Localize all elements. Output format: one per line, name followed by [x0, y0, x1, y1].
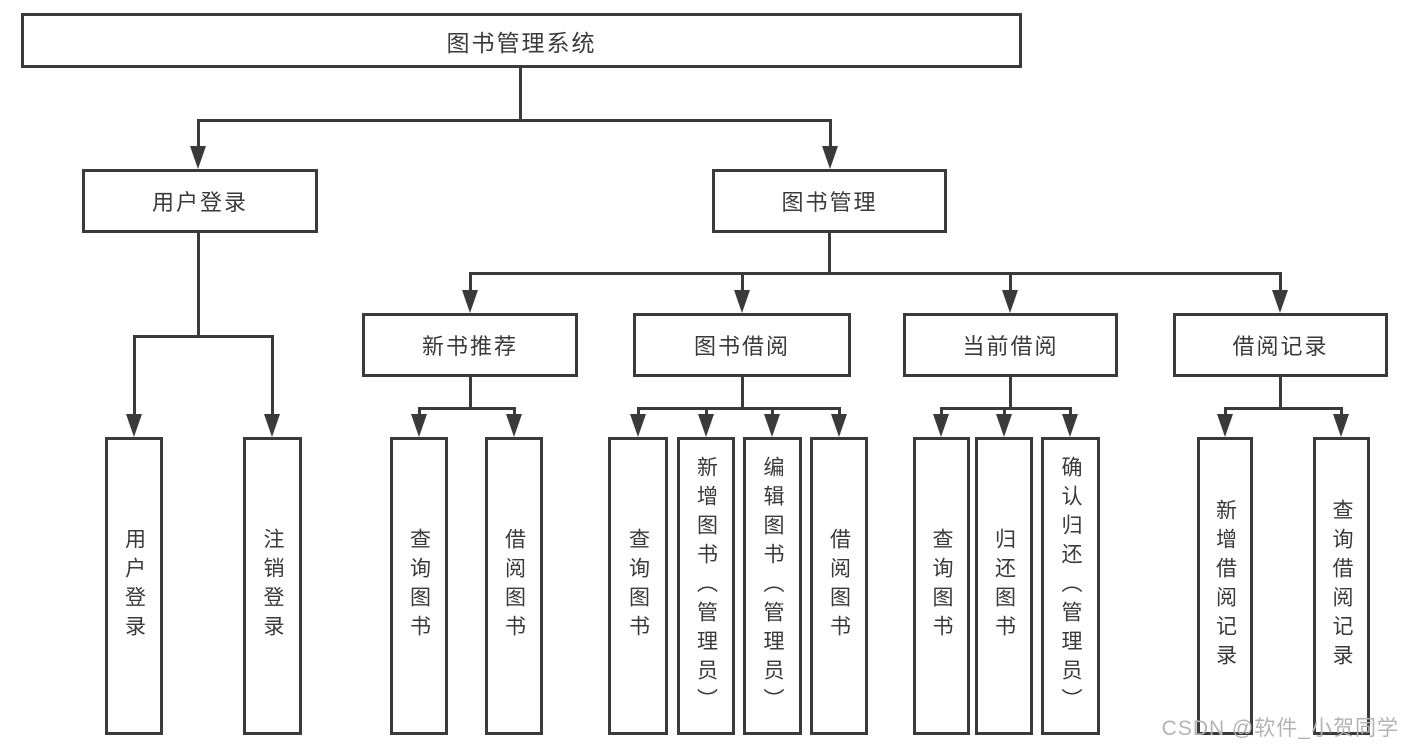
leaf-label: 新增图书（管理员） — [694, 455, 718, 717]
leaf-label: 注销登录 — [261, 528, 285, 644]
leaf-confirm-return-admin: 确认归还（管理员） — [1041, 437, 1100, 735]
arrowhead-down-icon — [1333, 407, 1349, 437]
leaf-query-books-borrow: 查询图书 — [608, 437, 668, 735]
leaf-user-login: 用户登录 — [105, 437, 163, 735]
watermark: CSDN @软件_小贺同学 — [1161, 717, 1399, 740]
arrowhead-down-icon — [831, 407, 847, 437]
connector-line — [519, 68, 522, 120]
connector-line — [637, 407, 840, 410]
node-new-book-recommend: 新书推荐 — [362, 313, 578, 377]
arrowhead-down-icon — [1272, 272, 1288, 313]
arrowhead-down-icon — [462, 272, 478, 313]
leaf-label: 查询借阅记录 — [1330, 499, 1354, 673]
leaf-borrow-books-recommend: 借阅图书 — [485, 437, 543, 735]
arrowhead-down-icon — [822, 119, 838, 169]
connector-line — [469, 377, 472, 409]
arrowhead-down-icon — [764, 407, 780, 437]
connector-line — [1279, 377, 1282, 409]
connector-line — [419, 407, 515, 410]
leaf-label: 新增借阅记录 — [1213, 499, 1237, 673]
node-label: 用户登录 — [151, 190, 248, 215]
leaf-label: 归还图书 — [992, 528, 1016, 644]
leaf-logout: 注销登录 — [243, 437, 302, 735]
node-user-login: 用户登录 — [82, 169, 318, 233]
leaf-add-borrow-record: 新增借阅记录 — [1197, 437, 1253, 735]
leaf-borrow-books: 借阅图书 — [810, 437, 868, 735]
node-label: 图书管理系统 — [446, 29, 597, 56]
node-label: 图书借阅 — [693, 334, 790, 359]
connector-line — [1009, 377, 1012, 409]
arrowhead-down-icon — [996, 407, 1012, 437]
leaf-query-books-current: 查询图书 — [913, 437, 970, 735]
node-book-borrow: 图书借阅 — [633, 313, 851, 377]
connector-line — [741, 377, 744, 409]
leaf-label: 确认归还（管理员） — [1059, 455, 1083, 717]
leaf-return-books: 归还图书 — [975, 437, 1033, 735]
leaf-add-book-admin: 新增图书（管理员） — [677, 437, 735, 735]
leaf-label: 编辑图书（管理员） — [761, 455, 785, 717]
node-label: 新书推荐 — [421, 334, 518, 359]
leaf-label: 查询图书 — [626, 528, 650, 644]
node-label: 当前借阅 — [962, 334, 1059, 359]
arrowhead-down-icon — [933, 407, 949, 437]
node-book-management: 图书管理 — [712, 169, 947, 233]
arrowhead-down-icon — [126, 335, 142, 437]
arrowhead-down-icon — [698, 407, 714, 437]
arrowhead-down-icon — [1062, 407, 1078, 437]
arrowhead-down-icon — [190, 119, 206, 169]
connector-line — [828, 233, 831, 274]
node-library-management-system: 图书管理系统 — [21, 13, 1022, 68]
leaf-label: 借阅图书 — [827, 528, 851, 644]
node-borrow-records: 借阅记录 — [1173, 313, 1388, 377]
connector-line — [198, 119, 832, 122]
arrowhead-down-icon — [1217, 407, 1233, 437]
leaf-label: 查询图书 — [407, 528, 431, 644]
arrowhead-down-icon — [734, 272, 750, 313]
arrowhead-down-icon — [264, 335, 280, 437]
arrowhead-down-icon — [630, 407, 646, 437]
leaf-label: 用户登录 — [122, 528, 146, 644]
connector-line — [470, 272, 1281, 275]
arrowhead-down-icon — [411, 407, 427, 437]
leaf-edit-book-admin: 编辑图书（管理员） — [743, 437, 802, 735]
leaf-query-borrow-record: 查询借阅记录 — [1313, 437, 1370, 735]
connector-line — [1225, 407, 1342, 410]
connector-line — [197, 233, 200, 337]
connector-line — [134, 335, 274, 338]
leaf-label: 借阅图书 — [502, 528, 526, 644]
leaf-label: 查询图书 — [930, 528, 954, 644]
node-label: 图书管理 — [781, 190, 878, 215]
leaf-query-books-recommend: 查询图书 — [390, 437, 448, 735]
connector-line — [941, 407, 1071, 410]
arrowhead-down-icon — [506, 407, 522, 437]
node-label: 借阅记录 — [1232, 334, 1329, 359]
arrowhead-down-icon — [1002, 272, 1018, 313]
node-current-borrow: 当前借阅 — [903, 313, 1118, 377]
